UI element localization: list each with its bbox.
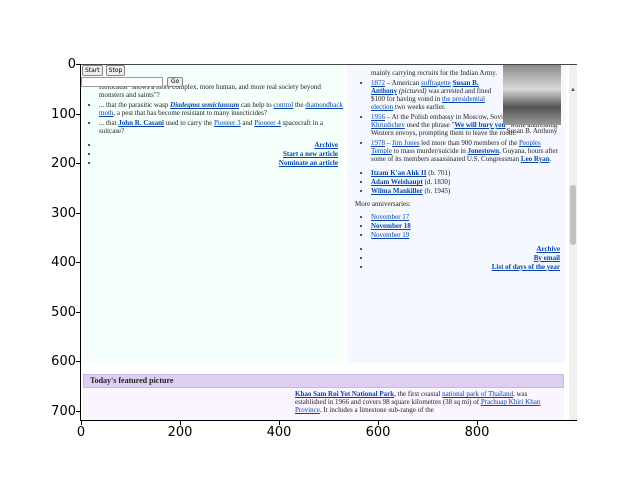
x-tick-800: 800 [464, 425, 490, 440]
featured-picture-body: Khao Sam Roi Yot National Park, the firs… [83, 388, 564, 420]
y-tick-400: 400 [51, 255, 76, 270]
pioneer-3-link[interactable]: Pioneer 3 [213, 119, 241, 127]
diadegma-link[interactable]: Diadegma semiclausum [170, 101, 240, 109]
list-item: List of days of the year [371, 263, 560, 271]
birth-link-2[interactable]: Adam Weishaupt [371, 178, 423, 186]
list-item: Wilma Mankiller (b. 1945) [371, 187, 560, 195]
x-tick-0: 0 [76, 425, 86, 440]
by-email-link[interactable]: By email [533, 254, 560, 262]
otd-top-line: mainly carrying recruits for the Indian … [371, 69, 498, 77]
scroll-up-arrow-icon[interactable]: ▲ [570, 87, 576, 93]
on-this-day-panel: Susan B. Anthony mainly carrying recruit… [347, 65, 566, 363]
diamondback-moth-link[interactable]: diamondback moth [99, 101, 344, 117]
list-item: ... that John R. Casani used to carry th… [99, 119, 344, 135]
otd-archive-link[interactable]: Archive [536, 245, 560, 253]
we-will-bury-you-link[interactable]: We will bury you [454, 121, 506, 129]
list-item: 1872 – American suffragette Susan B. Ant… [371, 79, 500, 111]
browser-screenshot: Holocaust "shows a more complex, more hu… [81, 64, 577, 420]
x-tick-200: 200 [167, 425, 193, 440]
leo-ryan-link[interactable]: Leo Ryan [520, 155, 550, 163]
year-1956-link[interactable]: 1956 [371, 113, 385, 121]
start-button[interactable]: Start [82, 65, 103, 76]
list-item: Start a new article [99, 150, 344, 158]
list-item: Archive [99, 141, 344, 149]
suffragette-link[interactable]: suffragette [420, 79, 451, 87]
date-link-2[interactable]: November 18 [371, 222, 411, 230]
prachuap-link[interactable]: Prachuap Khiri Khan Province [295, 398, 541, 414]
start-article-link[interactable]: Start a new article [282, 150, 338, 158]
control-link[interactable]: control [273, 101, 294, 109]
list-of-days-link[interactable]: List of days of the year [491, 263, 560, 271]
khao-sam-roi-yot-link[interactable]: Khao Sam Roi Yot National Park [295, 390, 395, 398]
y-tick-100: 100 [51, 107, 76, 122]
jonestown-link[interactable]: Jonestown [467, 147, 500, 155]
did-you-know-panel: Holocaust "shows a more complex, more hu… [83, 65, 344, 363]
list-item: Itzam K'an Ahk II (b. 701) [371, 169, 560, 177]
y-tick-0: 0 [67, 57, 76, 72]
x-tick-600: 600 [365, 425, 391, 440]
dyk-archive-link[interactable]: Archive [314, 141, 338, 149]
y-tick-500: 500 [51, 305, 76, 320]
list-item: ... that the parasitic wasp Diadegma sem… [99, 101, 344, 117]
vertical-scrollbar[interactable]: ▲ [569, 65, 577, 420]
y-tick-300: 300 [51, 206, 76, 221]
y-tick-700: 700 [51, 404, 76, 419]
featured-picture-heading: Today's featured picture [83, 374, 564, 388]
scrollbar-thumb[interactable] [570, 185, 576, 245]
susan-anthony-figure: Susan B. Anthony [502, 65, 562, 135]
y-tick-200: 200 [51, 156, 76, 171]
nominate-article-link[interactable]: Nominate an article [278, 159, 338, 167]
year-1872-link[interactable]: 1872 [371, 79, 385, 87]
birth-link-3[interactable]: Wilma Mankiller [371, 187, 423, 195]
susan-anthony-link[interactable]: Susan B. Anthony [371, 79, 479, 95]
x-tick-400: 400 [266, 425, 292, 440]
dyk-item-1-text: Holocaust "shows a more complex, more hu… [99, 83, 321, 99]
birth-link-1[interactable]: Itzam K'an Ahk II [371, 169, 427, 177]
john-casani-link[interactable]: John R. Casani [118, 119, 164, 127]
list-item: Holocaust "shows a more complex, more hu… [83, 83, 344, 99]
jim-jones-link[interactable]: Jim Jones [392, 139, 420, 147]
presidential-election-link[interactable]: the presidential election [371, 95, 485, 111]
list-item: November 17 [371, 213, 560, 221]
list-item: November 19 [371, 231, 560, 239]
list-item: Adam Weishaupt (d. 1830) [371, 178, 560, 186]
list-item: Nominate an article [99, 159, 344, 167]
pioneer-4-link[interactable]: Pioneer 4 [254, 119, 281, 127]
list-item: Archive [371, 245, 560, 253]
stop-button[interactable]: Stop [105, 65, 126, 76]
date-link-3[interactable]: November 19 [371, 231, 410, 239]
browser-toolbar: Start Stop [81, 65, 126, 77]
go-button[interactable]: Go [167, 77, 184, 87]
list-item: By email [371, 254, 560, 262]
national-park-thailand-link[interactable]: national park of Thailand [442, 390, 513, 398]
list-item: 1978 – Jim Jones led more than 900 membe… [371, 139, 560, 163]
date-link-1[interactable]: November 17 [371, 213, 410, 221]
search-input[interactable] [81, 77, 163, 87]
peoples-temple-link[interactable]: Peoples Temple [371, 139, 541, 155]
list-item: November 18 [371, 222, 560, 230]
plot-area: Holocaust "shows a more complex, more hu… [80, 64, 577, 421]
y-tick-600: 600 [51, 354, 76, 369]
more-anniversaries-label: More anniversaries: [355, 200, 411, 208]
year-1978-link[interactable]: 1978 [371, 139, 385, 147]
photo-caption: Susan B. Anthony [506, 127, 558, 135]
susan-anthony-photo[interactable] [503, 65, 561, 125]
